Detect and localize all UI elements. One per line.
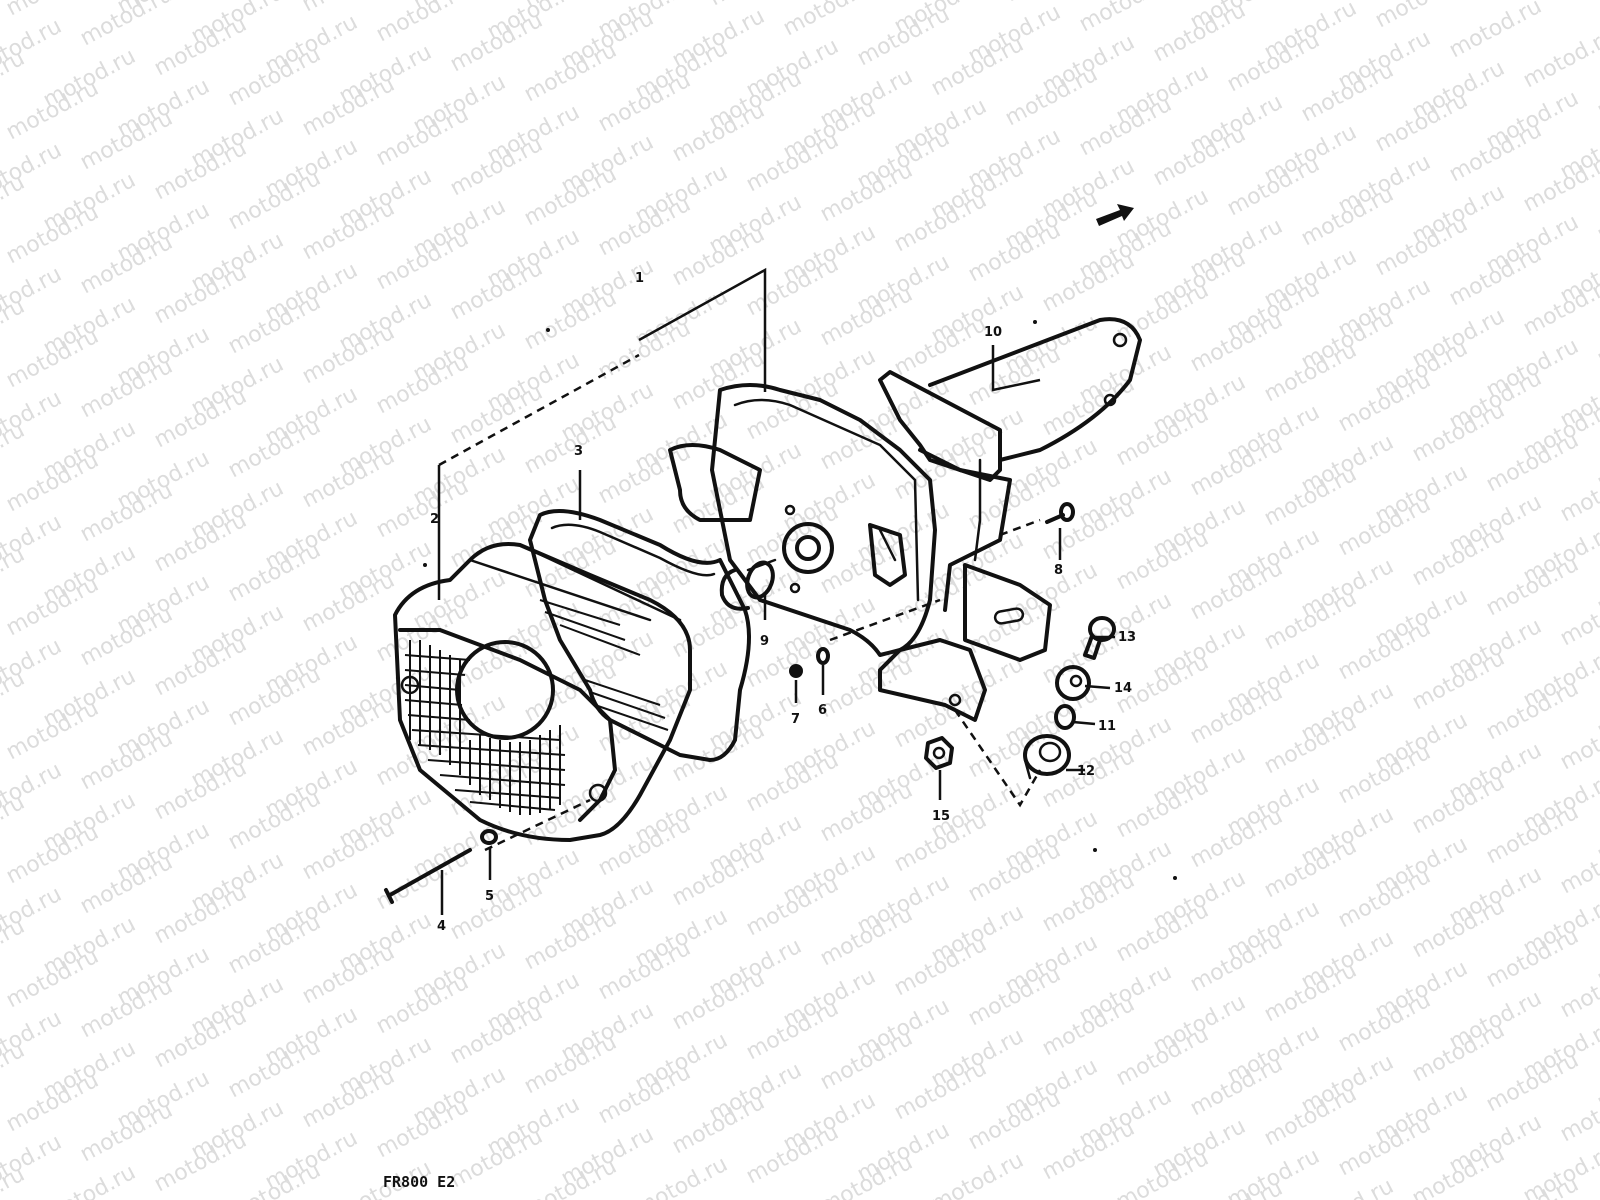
watermark-text: motod.ru: [1593, 178, 1600, 247]
watermark-text: motod.ru: [1519, 24, 1600, 93]
callout-5: 5: [485, 889, 494, 904]
watermark-text: motod.ru: [224, 1158, 325, 1200]
lens-screw: [384, 848, 472, 904]
bolt-13: [1083, 616, 1116, 660]
callout-14: 14: [1114, 681, 1132, 696]
callout-2: 2: [430, 512, 439, 527]
watermark-text: motod.ru: [520, 1154, 621, 1200]
washer-14: [1055, 665, 1091, 701]
callout-13: 13: [1118, 630, 1136, 645]
watermark-text: motod.ru: [1556, 954, 1600, 1023]
callout-4: 4: [437, 919, 446, 934]
watermark-text: motod.ru: [1556, 458, 1600, 527]
watermark-text: motod.ru: [1519, 272, 1600, 341]
callout-9: 9: [760, 634, 769, 649]
watermark-text: motod.ru: [927, 1148, 1028, 1200]
watermark-text: motod.ru: [1556, 706, 1600, 775]
model-code: FR800 E2: [383, 1173, 455, 1191]
callout-12: 12: [1077, 764, 1095, 779]
watermark-text: motod.ru: [1556, 830, 1600, 899]
watermark-text: motod.ru: [1593, 54, 1600, 123]
callout-3: 3: [574, 444, 583, 459]
nut-15: [924, 736, 954, 770]
leader-lines: [437, 267, 1115, 915]
watermark-text: motod.ru: [1519, 148, 1600, 217]
callout-7: 7: [791, 712, 800, 727]
lens-grid-hatch: [404, 599, 669, 815]
callout-1: 1: [635, 271, 644, 286]
bolt-8: [1045, 502, 1075, 524]
front-arrow-icon: [1096, 204, 1134, 226]
washer-6: [816, 647, 830, 665]
lamp-lens: [393, 542, 692, 842]
callout-11: 11: [1098, 719, 1116, 734]
callout-10: 10: [984, 325, 1002, 340]
watermark-text: motod.ru: [76, 0, 177, 51]
collar-11: [1054, 704, 1076, 730]
callout-labels: 1 2 3 4 5 6 7 8 9 10 11 12 13 14 15: [430, 271, 1136, 934]
watermark-text: motod.ru: [631, 1152, 732, 1200]
grommet-12: [1023, 734, 1071, 780]
nut-7: [789, 664, 803, 678]
watermark-text: motod.ru: [1445, 0, 1546, 63]
washer-5: [480, 829, 498, 845]
watermark-text: motod.ru: [1593, 302, 1600, 371]
watermark-text: motod.ru: [1556, 582, 1600, 651]
callout-8: 8: [1054, 563, 1063, 578]
watermark-text: motod.ru: [1556, 1078, 1600, 1147]
callout-6: 6: [818, 703, 827, 718]
callout-15: 15: [932, 809, 950, 824]
license-bracket: [878, 317, 1142, 722]
